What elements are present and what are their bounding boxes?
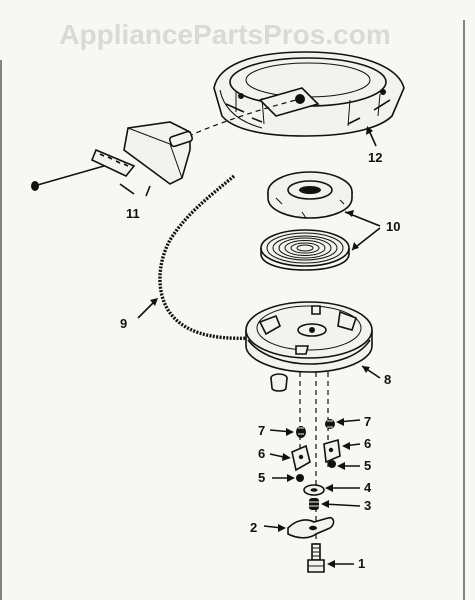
callout-1-label: 1	[358, 556, 365, 571]
part-5-spring-right	[328, 460, 336, 468]
part-7-pawl-spring-left	[296, 426, 306, 438]
callout-6-left-arrowhead	[282, 453, 291, 461]
part-6-pawl-right	[323, 438, 341, 464]
callout-11-arrows	[119, 183, 151, 197]
callout-5-right-arrowhead	[337, 462, 345, 470]
callout-5-left-label: 5	[258, 470, 265, 485]
part-6-pawl-left	[291, 444, 311, 472]
callout-8-arrowhead	[362, 366, 370, 373]
callout-10-leader-lines	[344, 211, 381, 251]
part-11-handle-pin	[31, 165, 105, 191]
callout-3-arrow	[323, 503, 361, 507]
callout-3-label: 3	[364, 498, 371, 513]
callout-5-right-label: 5	[364, 458, 371, 473]
callout-6-right-label: 6	[364, 436, 371, 451]
part-11-starter-handle	[90, 121, 194, 185]
callout-7-left-label: 7	[258, 423, 265, 438]
callout-8-label: 8	[384, 372, 391, 387]
callout-7-right-label: 7	[364, 414, 371, 429]
callout-1-arrowhead	[327, 560, 335, 568]
part-1-screw	[307, 543, 325, 573]
callout-4-label: 4	[364, 480, 372, 495]
callout-3-arrowhead	[321, 500, 329, 508]
part-3-spring	[309, 498, 319, 510]
callout-12-arrowhead	[366, 126, 373, 135]
part-5-spring-left	[296, 474, 304, 482]
callout-2-label: 2	[250, 520, 257, 535]
callout-5-left-arrowhead	[287, 474, 295, 482]
callout-12-label: 12	[368, 150, 382, 165]
part-2-retainer	[287, 516, 335, 539]
callout-2-arrowhead	[278, 524, 286, 532]
callout-4-arrowhead	[325, 484, 333, 492]
part-9-starter-rope	[158, 174, 253, 340]
callout-6-left-label: 6	[258, 446, 265, 461]
callout-7-left-arrowhead	[286, 428, 294, 436]
part-10-pawl-cup	[267, 171, 353, 219]
callout-9-arrowhead	[150, 298, 158, 306]
callout-6-right-arrowhead	[342, 442, 350, 450]
part-7-pawl-spring-right	[325, 419, 335, 429]
part-10-recoil-spring	[260, 229, 350, 271]
pulley-boss	[270, 373, 288, 392]
callout-9-label: 9	[120, 316, 127, 331]
watermark-text: AppliancePartsPros.com	[59, 19, 390, 50]
callout-7-right-arrowhead	[336, 418, 344, 426]
callout-11-label: 11	[126, 206, 140, 221]
callout-10-label: 10	[386, 219, 400, 234]
part-12-starter-housing	[213, 51, 405, 137]
part-4-washer	[303, 484, 325, 496]
part-8-rope-pulley	[245, 301, 373, 373]
